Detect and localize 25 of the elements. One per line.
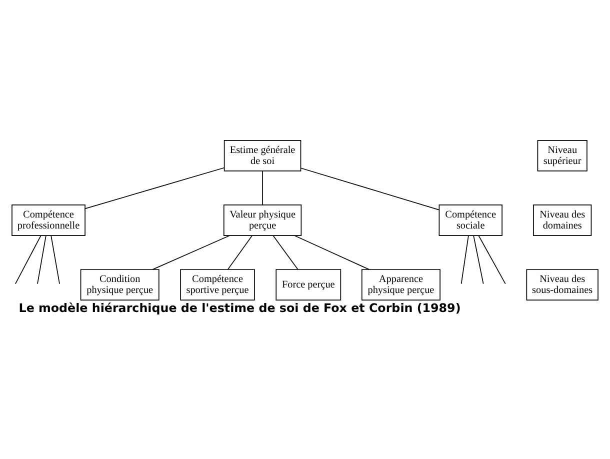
connector <box>15 234 42 284</box>
node-box: Valeur physique perçue <box>223 204 302 236</box>
connector <box>473 234 484 284</box>
connector <box>272 234 298 270</box>
connector <box>37 234 46 284</box>
connector <box>152 234 230 270</box>
node-box: Compétence professionnelle <box>12 204 86 236</box>
node-box: Estime générale de soi <box>224 139 302 171</box>
connector <box>478 234 506 284</box>
connector <box>84 166 225 208</box>
node-box: Force perçue <box>276 268 342 300</box>
connector <box>300 167 440 210</box>
connector <box>460 234 469 284</box>
node-box: Apparence physique perçue <box>361 268 440 300</box>
node-box: Niveau supérieur <box>537 139 588 171</box>
connector <box>50 234 60 284</box>
caption: Le modèle hiérarchique de l'estime de soi de Fox et Corbin (1989) <box>18 300 461 315</box>
node-box: Niveau des sous-domaines <box>526 268 598 300</box>
node-box: Compétence sociale <box>438 204 502 236</box>
node-box: Condition physique perçue <box>80 268 160 300</box>
connector <box>294 234 370 270</box>
node-box: Compétence sportive perçue <box>180 268 255 300</box>
connector <box>227 234 253 270</box>
node-box: Niveau des domaines <box>533 204 592 236</box>
connector <box>262 170 263 205</box>
